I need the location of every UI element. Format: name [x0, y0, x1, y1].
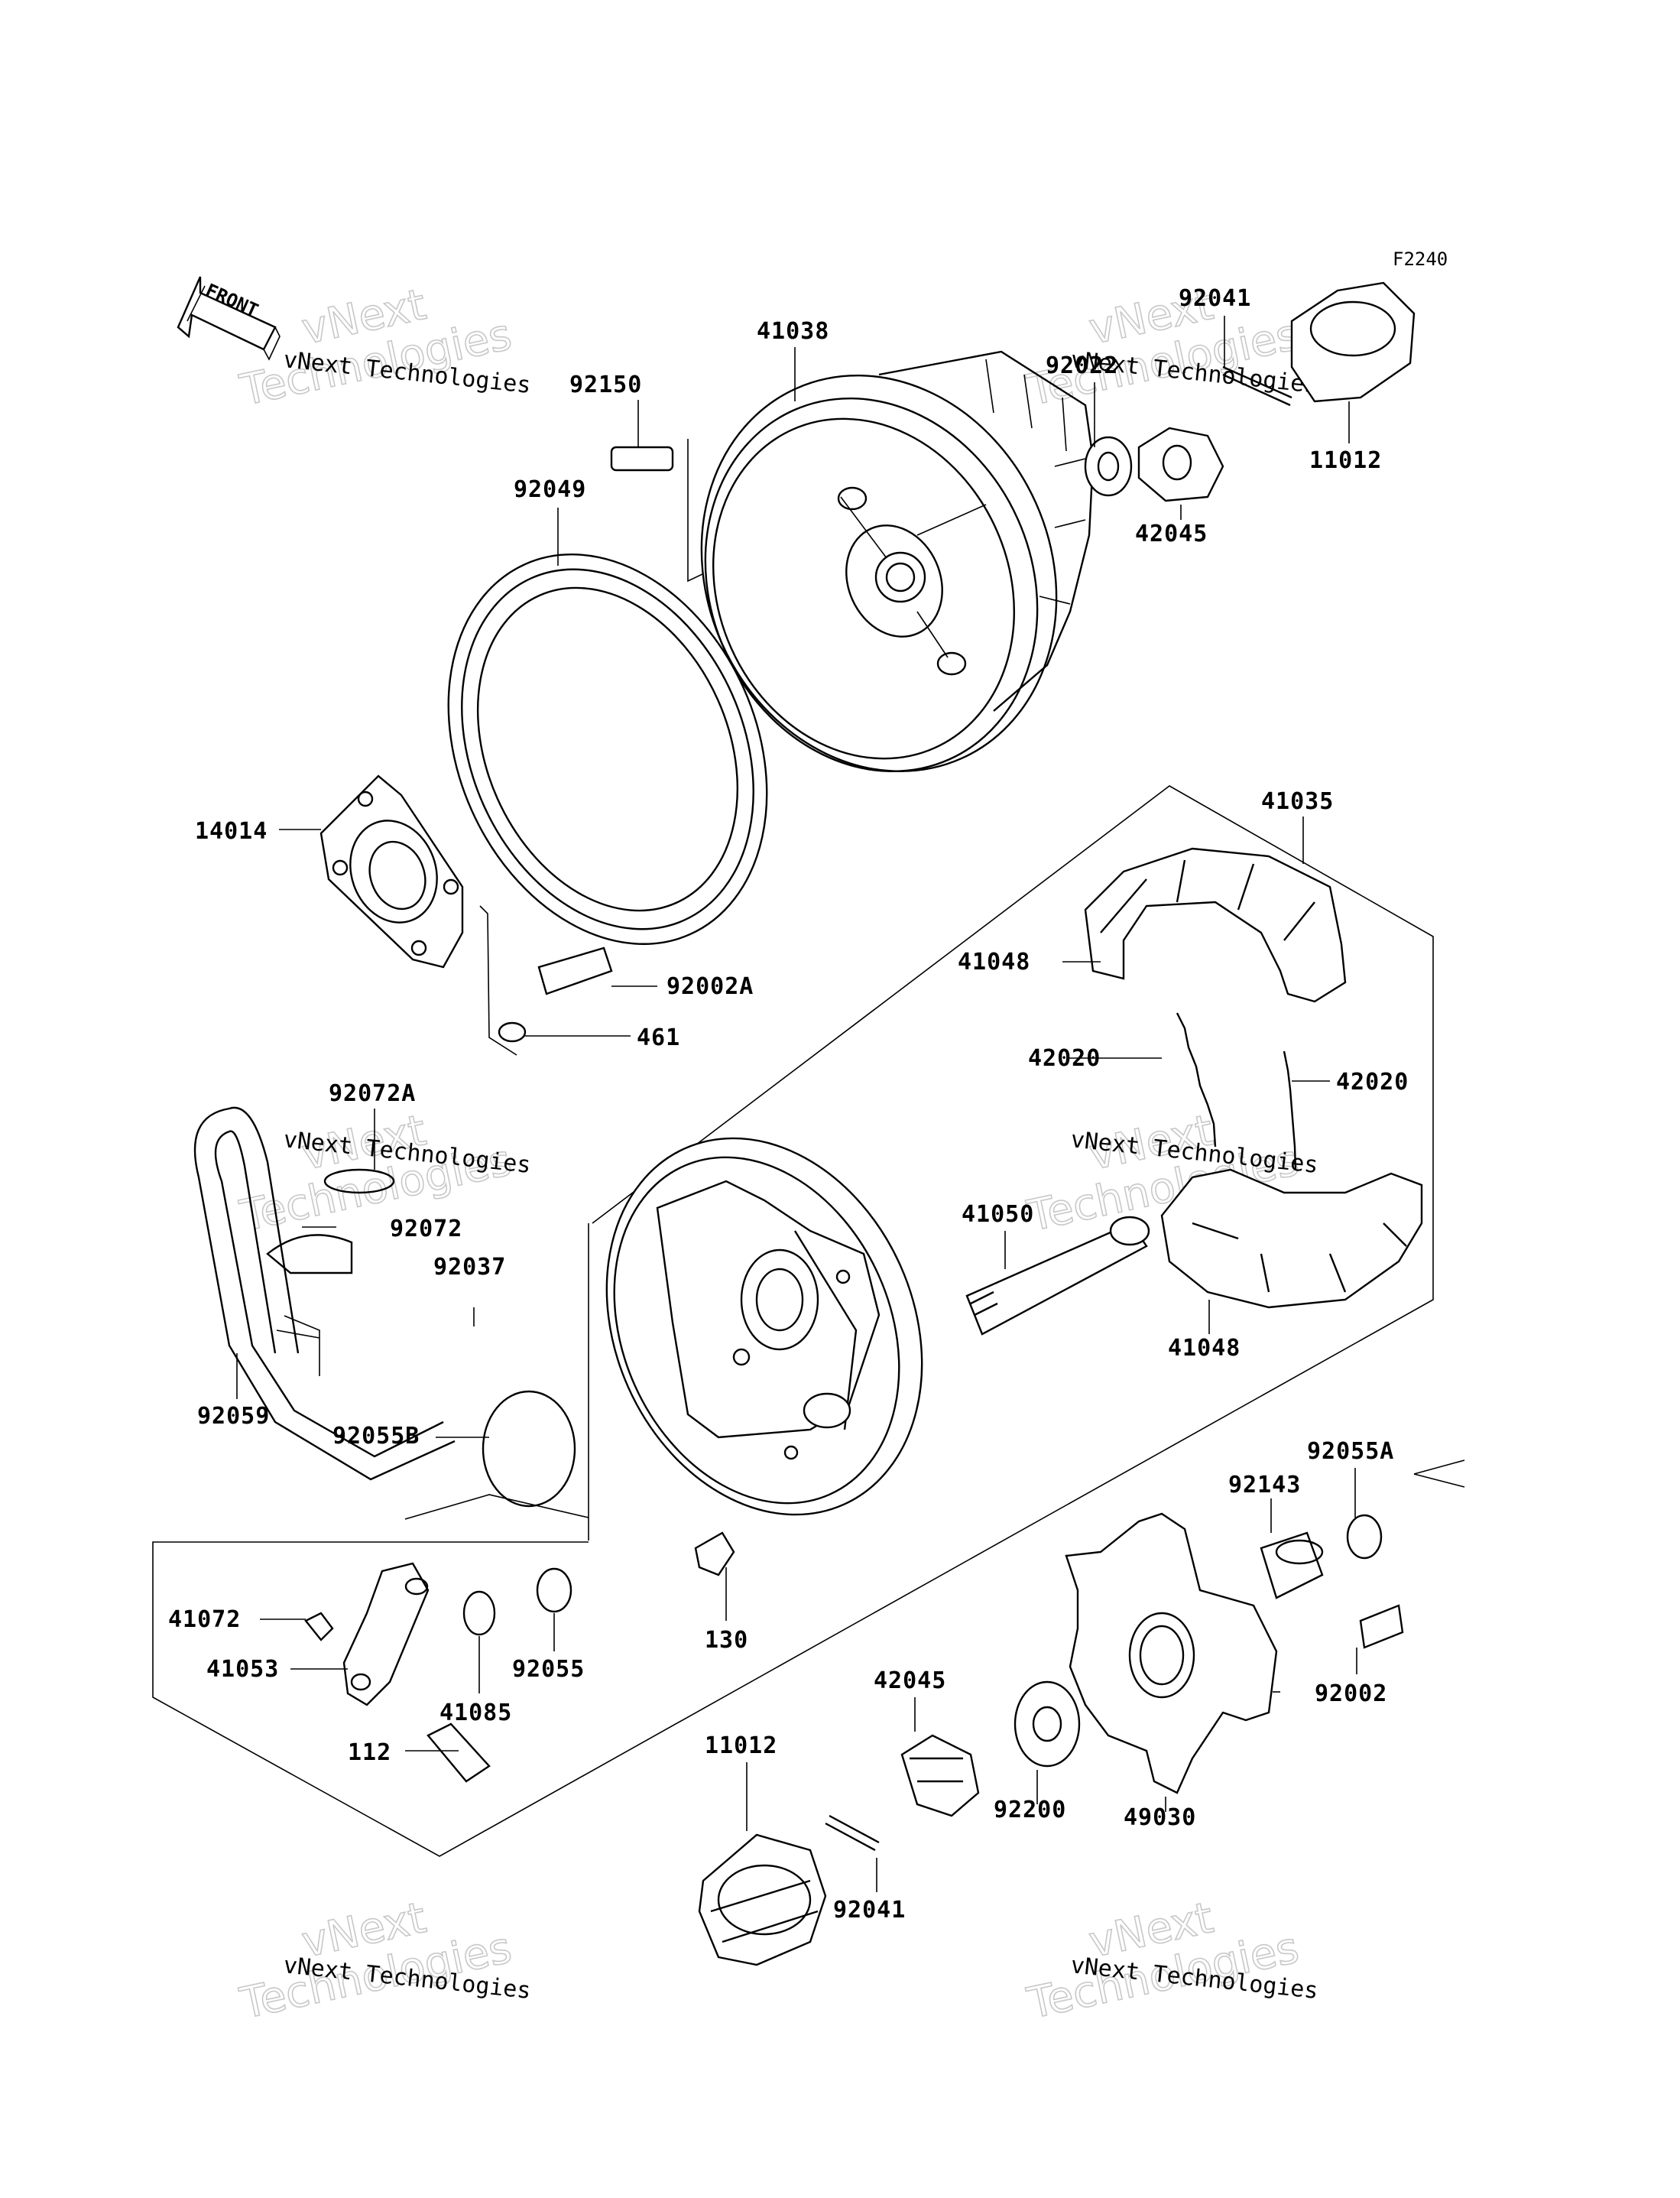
part-label-41085: 41085: [439, 1700, 512, 1726]
part-label-92055B: 92055B: [332, 1423, 420, 1450]
part-label-92022: 92022: [1046, 352, 1118, 379]
part-drawing-orings: [482, 1390, 1383, 1613]
part-drawing-brake-arm: [342, 1562, 430, 1706]
part-label-92059: 92059: [197, 1403, 270, 1430]
part-label-11012-top: 11012: [1309, 447, 1382, 474]
part-drawing-bearing-housing: [319, 774, 464, 969]
part-label-41038: 41038: [757, 318, 829, 345]
figure-code: F2240: [1393, 248, 1448, 270]
leader-lines: [236, 316, 1357, 1892]
part-drawing-springs: [1176, 1012, 1297, 1170]
part-drawing-brake-shoe-upper: [1084, 847, 1347, 1003]
part-label-41035: 41035: [1261, 788, 1334, 815]
part-drawing-clamps: [266, 1168, 395, 1274]
part-drawing-hub-49030: [1065, 1512, 1278, 1794]
part-labels: 41038 92150 92049 92022 92041 11012 4204…: [168, 285, 1409, 1924]
part-drawing-camshaft: [965, 1216, 1150, 1336]
part-label-92041-top: 92041: [1179, 285, 1251, 312]
part-label-92200: 92200: [994, 1797, 1066, 1823]
part-drawing-spacer-92143: [1260, 1531, 1324, 1599]
part-drawing-washer-41085: [462, 1590, 496, 1636]
part-label-92002: 92002: [1315, 1680, 1387, 1707]
part-drawing-cotter-pin-lower: [825, 1814, 880, 1852]
part-label-41053: 41053: [206, 1656, 279, 1683]
part-drawing-top-hardware: [1084, 281, 1416, 502]
part-label-92002A: 92002A: [666, 973, 754, 1000]
part-drawing-washer-92200: [1014, 1680, 1081, 1768]
part-label-11012-lower: 11012: [705, 1732, 777, 1759]
part-label-130: 130: [705, 1627, 748, 1654]
part-label-41048-lower: 41048: [1168, 1335, 1241, 1362]
front-arrow-icon: FRONT: [177, 276, 281, 361]
part-label-92072A: 92072A: [329, 1080, 416, 1107]
part-label-42045-lower: 42045: [874, 1667, 946, 1694]
part-drawing-backing-plate: [605, 1137, 923, 1516]
watermark-bottom-left: vNext Technologies vNext Technologies: [235, 1892, 533, 2029]
part-label-42045-top: 42045: [1135, 521, 1208, 547]
part-label-41072: 41072: [168, 1606, 241, 1633]
watermark-top-right: vNext Technologies vNext Technologies: [1023, 279, 1320, 416]
part-label-42020-right: 42020: [1336, 1069, 1409, 1096]
assembly-outlines: [152, 439, 1465, 1857]
part-drawing-hose: [193, 1106, 456, 1481]
part-label-49030: 49030: [1124, 1804, 1196, 1831]
part-drawing-brake-drum: [700, 350, 1095, 773]
part-label-92049: 92049: [514, 476, 586, 503]
part-label-41048-upper: 41048: [958, 949, 1030, 976]
watermark-bottom-right: vNext Technologies vNext Technologies: [1023, 1892, 1320, 2029]
part-label-92055A: 92055A: [1307, 1438, 1394, 1465]
watermark-top-left: vNext Technologies vNext Technologies: [235, 279, 533, 416]
part-label-461: 461: [637, 1024, 680, 1051]
svg-text:FRONT: FRONT: [203, 280, 261, 322]
part-drawing-cap-lower: [698, 1833, 827, 1966]
part-label-92037: 92037: [433, 1254, 506, 1281]
part-label-92150: 92150: [569, 372, 642, 398]
part-drawing-castle-nut-lower: [900, 1734, 980, 1817]
part-drawing-brake-shoe-lower: [1160, 1168, 1423, 1309]
part-label-92072: 92072: [390, 1216, 462, 1242]
part-label-42020-left: 42020: [1028, 1045, 1101, 1072]
part-label-92143: 92143: [1228, 1472, 1301, 1498]
part-drawing-brake-drum-seal: [447, 554, 768, 945]
part-label-41050: 41050: [962, 1201, 1034, 1228]
part-label-14014: 14014: [195, 818, 268, 845]
part-label-92041-lower: 92041: [833, 1897, 906, 1924]
part-drawing-bolts: [304, 446, 1404, 1783]
part-label-92055: 92055: [512, 1656, 585, 1683]
part-label-112: 112: [348, 1739, 391, 1766]
